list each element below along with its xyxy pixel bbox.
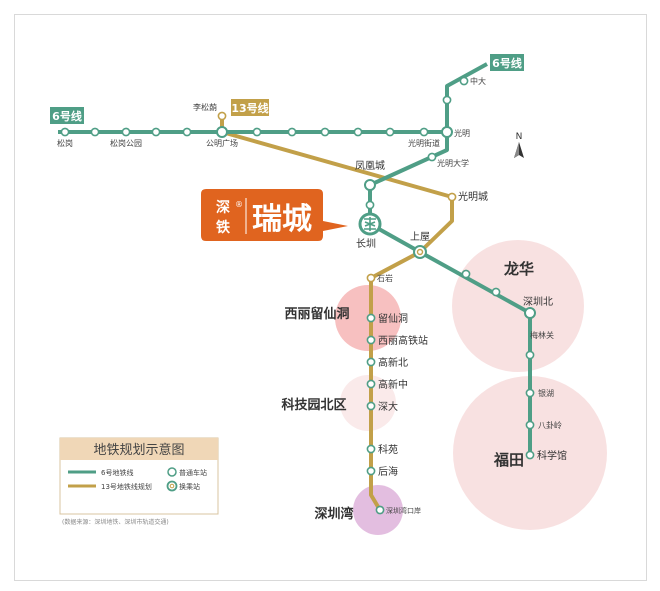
- station-lisongmang: [217, 111, 227, 121]
- label-shenzhenwan-port: 深圳湾口岸: [386, 506, 421, 515]
- legend-item-station: 普通车站: [179, 468, 207, 477]
- brand-line2: 铁: [216, 219, 230, 236]
- label-gaoxin-north: 高新北: [378, 356, 408, 369]
- brand-name: 瑞城: [252, 202, 312, 237]
- brand-line1: 深: [216, 199, 230, 216]
- interchange-shenzhen-north: [524, 307, 536, 319]
- district-label-shenzhenwan: 深圳湾: [314, 506, 353, 522]
- legend-box: 地铁规划示意图 6号地铁线 13号地铁线规划 普通车站 换乘站: [59, 437, 219, 515]
- station-zhongda: [459, 76, 469, 86]
- label-zhongda: 中大: [470, 76, 486, 86]
- station-gaoxin-mid: [366, 379, 376, 389]
- legend-item-interchange: 换乘站: [179, 482, 200, 491]
- label-fenghuang: 凤凰城: [355, 160, 385, 172]
- station-liuxiandong: [366, 313, 376, 323]
- district-label-xili: 西丽留仙洞: [284, 306, 349, 322]
- badge-line13: 13号线: [231, 99, 269, 116]
- source-note: (数据来源：深圳地铁、深圳市轨道交通): [62, 518, 169, 526]
- legend-swatch-station: [167, 467, 177, 477]
- district-label-longhua: 龙华: [503, 260, 534, 278]
- label-kexueguan: 科学馆: [537, 449, 567, 462]
- station-dot: [320, 127, 330, 137]
- station-dot: [182, 127, 192, 137]
- legend-item-line13: 13号地铁线规划: [101, 482, 152, 491]
- station-dot: [365, 200, 375, 210]
- legend-item-line6: 6号地铁线: [101, 468, 133, 477]
- svg-text:6号线: 6号线: [492, 56, 522, 70]
- label-guangming-street: 光明街道: [408, 138, 440, 148]
- svg-text:6号线: 6号线: [52, 109, 82, 123]
- station-dot: [385, 127, 395, 137]
- district-label-futian: 福田: [493, 451, 524, 469]
- label-songgang-park: 松岗公园: [110, 138, 142, 148]
- station-shenda: [366, 401, 376, 411]
- label-xili-hsr: 西丽高铁站: [378, 334, 428, 347]
- interchange-shangwu: [413, 245, 427, 259]
- svg-text:N: N: [516, 132, 523, 142]
- interchange-guangming: [441, 126, 453, 138]
- changzhen-metro-icon: [358, 212, 382, 236]
- interchange-fenghuang: [364, 179, 376, 191]
- station-guangming-daxue: [427, 152, 437, 162]
- station-xili-hsr: [366, 335, 376, 345]
- label-gaoxin-mid: 高新中: [378, 378, 408, 391]
- label-songgang: 松岗: [57, 138, 73, 148]
- line-13-route: [220, 115, 454, 512]
- label-liuxiandong: 留仙洞: [378, 312, 408, 325]
- compass-icon: N: [514, 132, 524, 158]
- brand-mark: ®: [235, 200, 243, 209]
- label-baguaying: 八卦岭: [538, 420, 562, 430]
- station-dot: [151, 127, 161, 137]
- label-guangming: 光明: [454, 128, 470, 138]
- district-label-keji: 科技园北区: [281, 397, 346, 413]
- badge-line6-west: 6号线: [50, 107, 84, 124]
- station-meilin-guan: [525, 350, 535, 360]
- station-baguaying: [525, 420, 535, 430]
- station-yinhu: [525, 388, 535, 398]
- station-dot: [491, 287, 501, 297]
- brand-logo-box: 深 铁 ® 瑞城: [201, 189, 348, 241]
- station-songgang: [60, 127, 70, 137]
- station-songgang-park: [121, 127, 131, 137]
- station-dot: [90, 127, 100, 137]
- label-shangwu: 上屋: [410, 231, 430, 243]
- station-dot: [461, 269, 471, 279]
- label-lisongmang: 李松蓢: [193, 102, 217, 112]
- station-guangming-street: [419, 127, 429, 137]
- label-guangmingcheng: 光明城: [458, 190, 488, 203]
- label-guangming-daxue: 光明大学: [437, 158, 469, 168]
- label-gongming-sq: 公明广场: [206, 138, 238, 148]
- station-dot: [287, 127, 297, 137]
- station-keyuan: [366, 444, 376, 454]
- station-guangmingcheng: [447, 192, 457, 202]
- label-shiyan: 石岩: [377, 273, 393, 283]
- label-changzhen: 长圳: [356, 238, 376, 250]
- interchange-inner-ring: [416, 248, 424, 256]
- station-houhai: [366, 466, 376, 476]
- label-yinhu: 银湖: [538, 388, 554, 398]
- svg-text:13号线: 13号线: [231, 101, 268, 115]
- badge-line6-east: 6号线: [490, 54, 524, 71]
- legend-swatch-interchange: [166, 480, 178, 492]
- station-dot: [353, 127, 363, 137]
- station-kexueguan: [525, 450, 535, 460]
- station-dot: [252, 127, 262, 137]
- label-keyuan: 科苑: [378, 443, 398, 456]
- label-houhai: 后海: [378, 465, 398, 478]
- label-meilin-guan: 梅林关: [530, 330, 554, 340]
- label-shenda: 深大: [378, 400, 398, 413]
- line-6-route-north: [58, 62, 488, 134]
- station-shiyan: [366, 273, 376, 283]
- label-shenzhen-north: 深圳北: [523, 296, 553, 308]
- station-dot: [442, 95, 452, 105]
- station-gaoxin-north: [366, 357, 376, 367]
- legend-title: 地铁规划示意图: [93, 442, 184, 458]
- station-shenzhenwan-port: [375, 505, 385, 515]
- interchange-gongming-sq: [216, 126, 228, 138]
